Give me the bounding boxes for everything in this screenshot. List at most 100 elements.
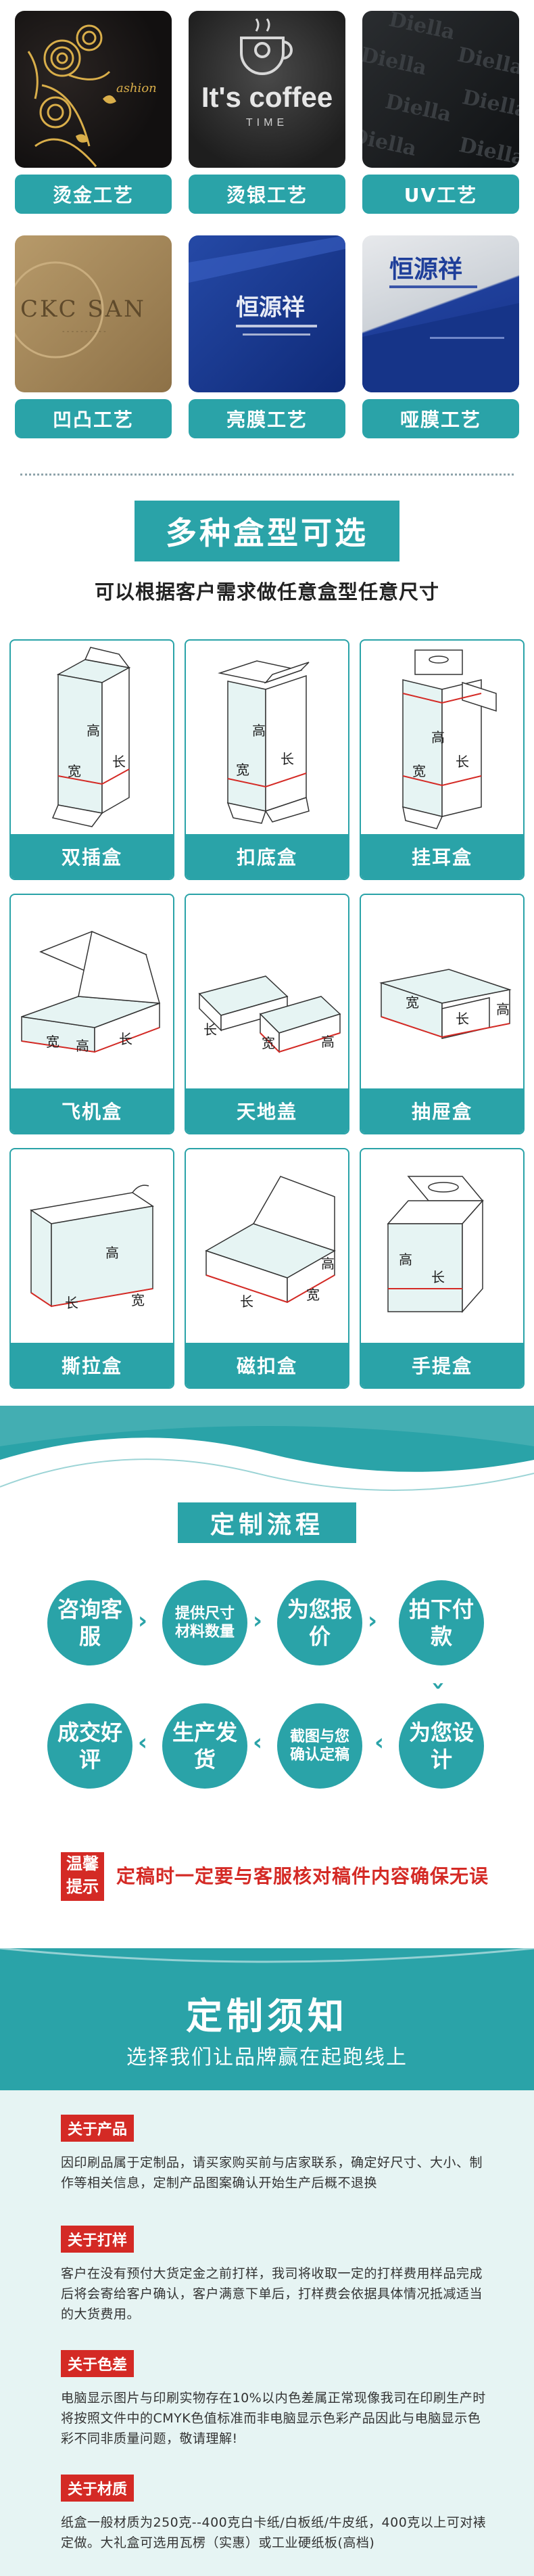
- box-label: 天地盖: [186, 1088, 348, 1133]
- craft-tile-hot-gold[interactable]: ashion 烫金工艺: [15, 11, 172, 221]
- custom-notice-header: 定制须知 选择我们让品牌赢在起跑线上: [0, 1948, 534, 2090]
- svg-text:高: 高: [87, 722, 100, 739]
- svg-text:高: 高: [496, 1001, 510, 1017]
- svg-text:Diella: Diella: [456, 43, 519, 80]
- craft-label: UV工艺: [362, 175, 519, 214]
- svg-text:CKC SAN: CKC SAN: [20, 296, 146, 323]
- box-card-double-tuck[interactable]: 高 宽 长 双插盒: [9, 639, 174, 880]
- craft-tile-uv[interactable]: Diella Diella Diella Diella Diella Diell…: [362, 11, 519, 221]
- step-ship: 生产发货: [162, 1703, 247, 1789]
- svg-text:It's coffee: It's coffee: [201, 81, 333, 113]
- svg-text:Diella: Diella: [460, 85, 519, 122]
- notice-item-material: 关于材质 纸盒一般材质为250克--400克白卡纸/白板纸/牛皮纸，400克以上…: [61, 2475, 493, 2553]
- box-label: 扣底盒: [186, 834, 348, 879]
- box-section-header: 多种盒型可选: [0, 501, 534, 561]
- svg-text:长: 长: [456, 754, 469, 770]
- craft-photo: 恒源祥: [189, 235, 345, 392]
- box-card-magnetic[interactable]: 长 宽 高 磁扣盒: [185, 1148, 349, 1389]
- svg-text:宽: 宽: [412, 763, 426, 779]
- notice-item-product: 关于产品 因印刷品属于定制品，请买家购买前与店家联系，确定好尺寸、大小、制作等相…: [61, 2115, 493, 2193]
- svg-text:长: 长: [240, 1293, 253, 1310]
- craft-label: 亮膜工艺: [189, 399, 345, 438]
- svg-text:恒源祥: 恒源祥: [389, 256, 462, 283]
- box-label: 挂耳盒: [361, 834, 523, 879]
- arrow-left-icon: ›: [138, 1730, 148, 1757]
- craft-tile-emboss[interactable]: CKC SAN - - - - - - - - - - 凹凸工艺: [15, 235, 172, 445]
- craft-section: ashion 烫金工艺 It's coffee TIME: [0, 0, 534, 467]
- custom-notice-section: 定制须知 选择我们让品牌赢在起跑线上 关于产品 因印刷品属于定制品，请买家购买前…: [0, 1948, 534, 2576]
- mailer-box-diagram: 宽 高 长: [21, 930, 161, 1054]
- process-title: 定制流程: [210, 1511, 324, 1539]
- svg-text:长: 长: [281, 751, 294, 767]
- svg-text:长: 长: [431, 1269, 445, 1285]
- craft-photo: Diella Diella Diella Diella Diella Diell…: [362, 11, 519, 168]
- arrow-right-icon: ›: [253, 1607, 263, 1634]
- svg-text:恒源祥: 恒源祥: [236, 294, 305, 321]
- craft-tile-gloss-film[interactable]: 恒源祥 亮膜工艺: [189, 235, 345, 445]
- svg-text:TIME: TIME: [246, 117, 288, 129]
- craft-photo: CKC SAN - - - - - - - - - -: [15, 235, 172, 392]
- emboss-logo-illustration: CKC SAN - - - - - - - - - -: [15, 261, 146, 359]
- svg-text:宽: 宽: [236, 762, 249, 778]
- svg-text:宽: 宽: [131, 1292, 145, 1308]
- craft-tile-matte-film[interactable]: 恒源祥 哑膜工艺: [362, 235, 519, 445]
- svg-text:长: 长: [119, 1031, 132, 1047]
- step-confirm: 截图与您确认定稿: [277, 1703, 362, 1789]
- matte-box-illustration: 恒源祥: [362, 256, 519, 392]
- svg-text:长: 长: [203, 1021, 217, 1038]
- box-card-drawer[interactable]: 宽 长 高 抽屉盒: [360, 894, 525, 1134]
- box-section-title: 多种盒型可选: [135, 501, 399, 561]
- box-card-hang-tab[interactable]: 高 宽 长 挂耳盒: [360, 639, 525, 880]
- craft-tile-hot-silver[interactable]: It's coffee TIME 烫银工艺: [189, 11, 345, 221]
- craft-label: 凹凸工艺: [15, 399, 172, 438]
- svg-text:ashion: ashion: [116, 81, 157, 95]
- box-card-tear-strip[interactable]: 高 长 宽 撕拉盒: [9, 1148, 174, 1389]
- svg-text:Diella: Diella: [383, 90, 454, 127]
- notice-item-tag: 关于打样: [61, 2226, 135, 2253]
- process-title-box: 定制流程: [176, 1500, 358, 1545]
- step-quote: 为您报价: [277, 1580, 362, 1665]
- box-card-mailer[interactable]: 宽 高 长 飞机盒: [9, 894, 174, 1134]
- notice-item-text: 客户在没有预付大货定金之前打样，我司将收取一定的打样费用样品完成后将会寄给客户确…: [61, 2266, 483, 2322]
- svg-text:宽: 宽: [46, 1034, 59, 1050]
- svg-text:高: 高: [321, 1256, 335, 1272]
- header-decoration: [0, 1948, 534, 1963]
- box-label: 抽屉盒: [361, 1088, 523, 1133]
- svg-text:Diella: Diella: [362, 124, 418, 161]
- uv-pattern-illustration: Diella Diella Diella Diella Diella Diell…: [362, 11, 519, 168]
- svg-text:长: 长: [112, 754, 126, 770]
- step-pay: 拍下付款: [399, 1580, 484, 1665]
- step-review: 成交好评: [47, 1703, 132, 1789]
- arrow-left-icon: ›: [253, 1730, 263, 1757]
- custom-notice-body: 关于产品 因印刷品属于定制品，请买家购买前与店家联系，确定好尺寸、大小、制作等相…: [0, 2090, 534, 2576]
- box-label: 双插盒: [11, 834, 173, 879]
- dotted-divider: [20, 474, 514, 476]
- box-label: 撕拉盒: [11, 1343, 173, 1387]
- notice-item-tag: 关于产品: [61, 2115, 135, 2142]
- box-card-snap-bottom[interactable]: 高 宽 长 扣底盒: [185, 639, 349, 880]
- gloss-box-illustration: 恒源祥: [189, 235, 345, 336]
- box-label: 手提盒: [361, 1343, 523, 1387]
- drawer-box-diagram: 宽 长 高: [379, 969, 512, 1039]
- handle-box-diagram: 高 长: [387, 1176, 484, 1313]
- tear-strip-box-diagram: 高 长 宽: [30, 1184, 154, 1311]
- svg-text:宽: 宽: [406, 994, 419, 1011]
- warm-tip-text: 定稿时一定要与客服核对稿件内容确保无误: [116, 1865, 489, 1887]
- craft-label: 烫金工艺: [15, 175, 172, 214]
- box-card-lid-base[interactable]: 长 宽 高 天地盖: [185, 894, 349, 1134]
- notice-item-text: 因印刷品属于定制品，请买家购买前与店家联系，确定好尺寸、大小、制作等相关信息，定…: [61, 2155, 483, 2190]
- notice-item-color: 关于色差 电脑显示图片与印刷实物存在10%以内色差属正常现像我司在印刷生产时将按…: [61, 2350, 493, 2449]
- arrow-right-icon: ›: [138, 1607, 148, 1634]
- box-grid: 高 宽 长 双插盒 高 宽 长 扣底盒: [9, 639, 525, 1389]
- craft-photo: 恒源祥: [362, 235, 519, 392]
- box-card-handle[interactable]: 高 长 手提盒: [360, 1148, 525, 1389]
- custom-notice-title: 定制须知: [186, 1995, 348, 2038]
- svg-text:高: 高: [431, 729, 445, 745]
- double-tuck-box-diagram: 高 宽 长: [51, 647, 131, 827]
- box-section-subtitle: 可以根据客户需求做任意盒型任意尺寸: [94, 580, 439, 603]
- lid-base-box-diagram: 长 宽 高: [198, 975, 341, 1053]
- svg-text:- - - - - - - - - -: - - - - - - - - - -: [62, 328, 106, 336]
- box-label: 磁扣盒: [186, 1343, 348, 1387]
- arrow-down-icon: ›: [425, 1680, 453, 1691]
- svg-text:长: 长: [456, 1011, 469, 1027]
